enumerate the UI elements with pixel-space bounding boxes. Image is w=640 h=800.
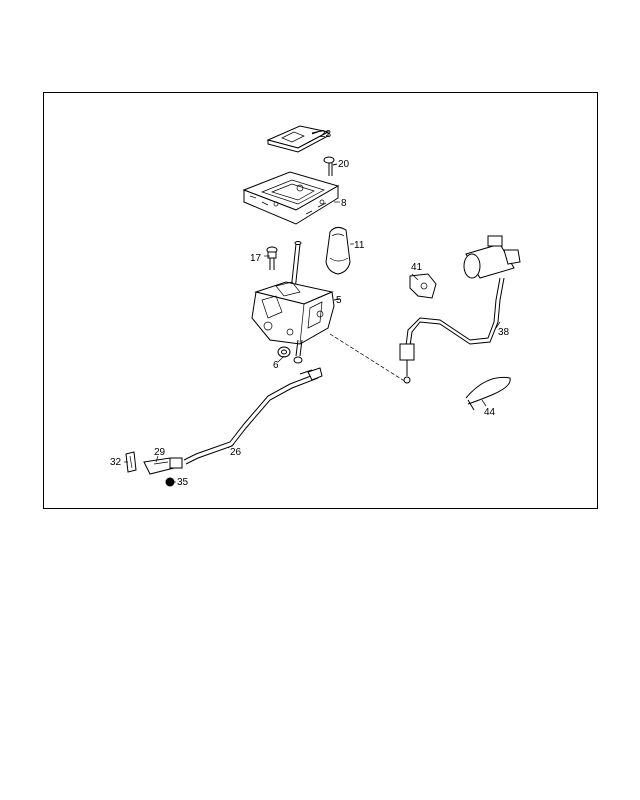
label-23: 23 bbox=[320, 129, 332, 140]
part-32-clip[interactable] bbox=[125, 451, 137, 473]
part-11-shift-knob[interactable] bbox=[325, 226, 351, 275]
part-26-shift-cable[interactable] bbox=[183, 367, 323, 465]
label-35: 35 bbox=[177, 477, 189, 488]
part-23-cover-plate[interactable] bbox=[266, 125, 330, 153]
label-8: 8 bbox=[341, 198, 347, 209]
label-leaders bbox=[124, 131, 501, 483]
leader-line-5 bbox=[329, 333, 407, 383]
label-38: 38 bbox=[498, 327, 510, 338]
part-35-nut[interactable] bbox=[165, 477, 175, 487]
part-6-nut[interactable] bbox=[277, 346, 291, 358]
label-6: 6 bbox=[273, 360, 279, 371]
label-32: 32 bbox=[110, 457, 122, 468]
part-29-cable-end[interactable] bbox=[143, 457, 183, 475]
part-17-bolt[interactable] bbox=[266, 246, 278, 270]
part-20-screw[interactable] bbox=[323, 156, 338, 176]
label-44: 44 bbox=[484, 407, 496, 418]
label-5: 5 bbox=[336, 295, 342, 306]
label-41: 41 bbox=[411, 262, 423, 273]
shifter-link bbox=[293, 339, 303, 364]
part-41-bracket[interactable] bbox=[409, 273, 437, 299]
part-44-cable-tie[interactable] bbox=[465, 376, 511, 411]
label-17: 17 bbox=[250, 253, 262, 264]
part-8-housing-frame[interactable] bbox=[242, 171, 340, 225]
label-26: 26 bbox=[230, 447, 242, 458]
label-20: 20 bbox=[338, 159, 350, 170]
part-5-shifter-assembly[interactable] bbox=[251, 281, 341, 345]
label-29: 29 bbox=[154, 447, 166, 458]
part-38-actuator[interactable] bbox=[399, 235, 521, 384]
label-11: 11 bbox=[354, 240, 365, 251]
